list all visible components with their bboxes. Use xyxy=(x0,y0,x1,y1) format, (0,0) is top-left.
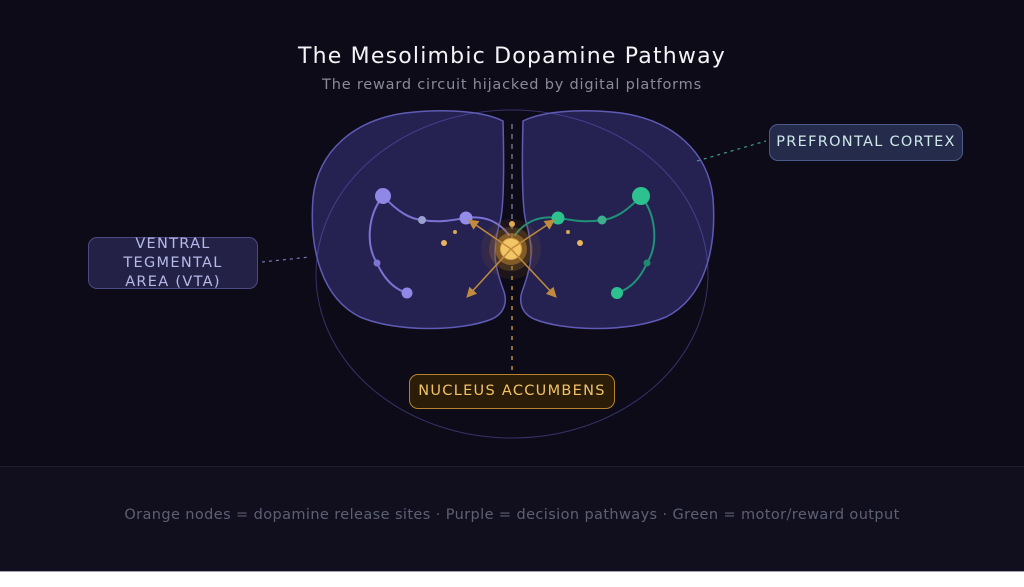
prefrontal-connector-line xyxy=(696,140,767,162)
brain-diagram xyxy=(261,109,767,439)
legend-text: Orange nodes = dopamine release sites · … xyxy=(124,507,900,523)
label-vta-line2: AREA (VTA) xyxy=(125,273,221,290)
dopamine-burst-arrows xyxy=(466,219,557,298)
purple-pathway-nodes xyxy=(373,188,473,299)
label-nucleus-accumbens: NUCLEUS ACCUMBENS xyxy=(409,374,615,409)
left-hemisphere xyxy=(311,110,506,330)
brain-outline xyxy=(315,109,709,439)
label-nucleus-accumbens-text: NUCLEUS ACCUMBENS xyxy=(418,383,606,399)
right-hemisphere xyxy=(520,110,715,330)
legend-footer: Orange nodes = dopamine release sites · … xyxy=(0,466,1024,571)
page-title: The Mesolimbic Dopamine Pathway xyxy=(297,44,727,69)
page-subtitle: The reward circuit hijacked by digital p… xyxy=(322,77,702,93)
green-pathway-nodes xyxy=(551,187,651,299)
label-vta-line1: VENTRAL TEGMENTAL xyxy=(123,235,223,271)
label-prefrontal-cortex: PREFRONTAL CORTEX xyxy=(769,124,963,161)
dopamine-release-dots xyxy=(441,221,583,246)
vta-connector-line xyxy=(261,256,311,263)
page-bottom-margin xyxy=(0,571,1024,587)
label-prefrontal-cortex-text: PREFRONTAL CORTEX xyxy=(776,134,956,150)
label-ventral-tegmental-area: VENTRAL TEGMENTAL AREA (VTA) xyxy=(88,235,258,290)
